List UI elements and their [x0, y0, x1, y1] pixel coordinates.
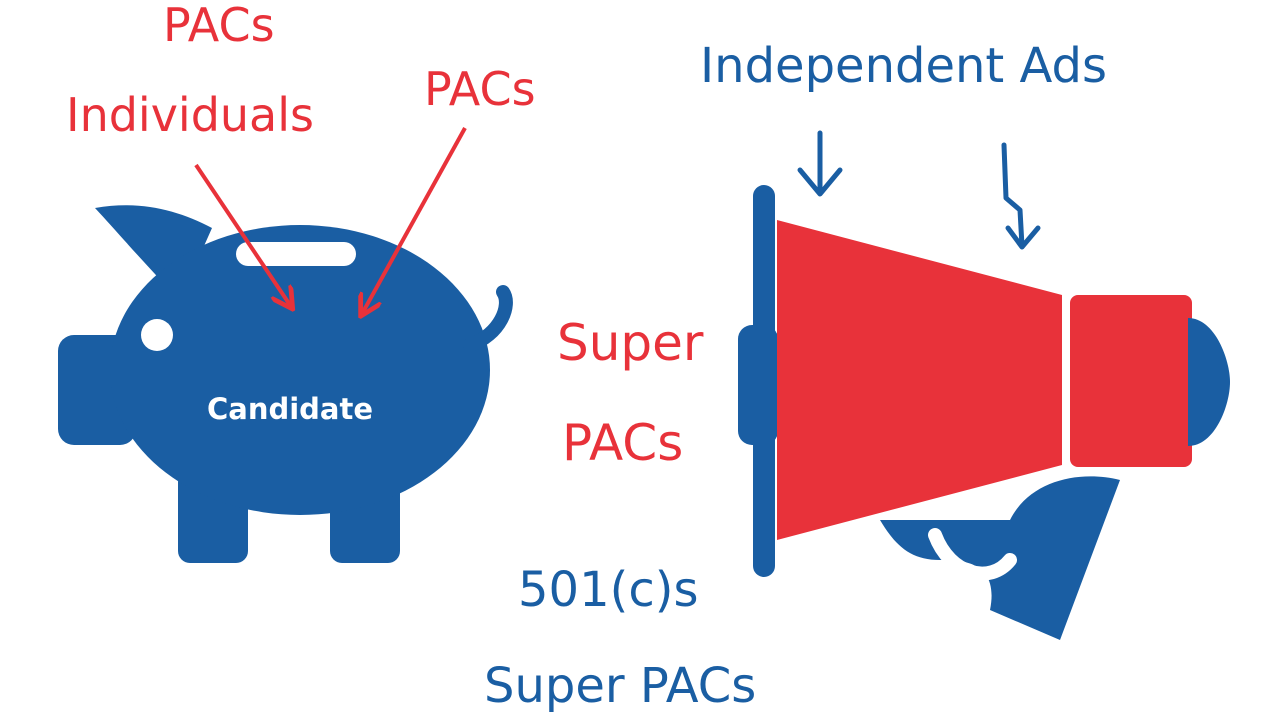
- megaphone-icon: [738, 185, 1230, 640]
- label-pacs-right: PACs: [424, 62, 536, 116]
- label-individuals: Individuals: [66, 88, 314, 142]
- label-super-pacs-line2: PACs: [562, 414, 684, 472]
- contribution-arrows: [194, 127, 467, 312]
- arrow-icon: [363, 127, 467, 312]
- label-candidate: Candidate: [206, 392, 374, 426]
- piggy-bank-icon: [58, 205, 513, 563]
- lightning-arrow-icon: [1001, 142, 1041, 250]
- arrow-icon: [797, 130, 843, 197]
- label-super-pacs-bottom: Super PACs: [484, 658, 757, 714]
- label-super-pacs-line1: Super: [557, 314, 704, 372]
- label-501c: 501(c)s: [518, 562, 699, 618]
- label-independent-ads: Independent Ads: [700, 38, 1107, 94]
- arrow-icon: [194, 163, 290, 305]
- label-pacs-top: PACs: [163, 0, 275, 52]
